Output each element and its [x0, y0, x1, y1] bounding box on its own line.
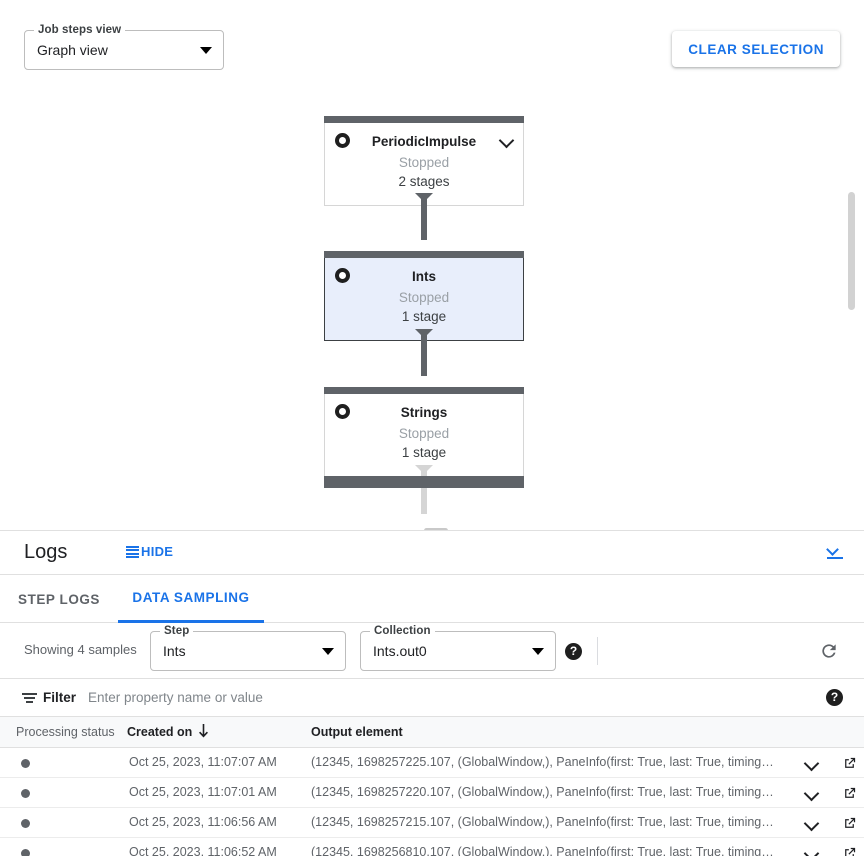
edge-periodicimpulse-ints	[421, 196, 427, 240]
edge-arrow	[415, 193, 433, 202]
sort-desc-arrow-icon[interactable]	[198, 723, 209, 739]
node-status-bar	[324, 251, 524, 258]
hide-logs-button[interactable]: HIDE	[126, 544, 173, 559]
chevron-down-icon[interactable]	[500, 134, 513, 147]
tab-data-sampling[interactable]: DATA SAMPLING	[118, 575, 264, 623]
refresh-icon[interactable]	[819, 641, 839, 661]
expand-row-icon[interactable]	[805, 788, 818, 801]
node-stages: 2 stages	[398, 174, 450, 189]
expand-row-icon[interactable]	[805, 818, 818, 831]
graph-node-clipped[interactable]	[324, 476, 524, 488]
logs-tabs: STEP LOGS DATA SAMPLING	[0, 575, 864, 623]
table-row[interactable]: Oct 25, 2023, 11:07:01 AM (12345, 169825…	[0, 778, 864, 808]
expand-row-icon[interactable]	[805, 848, 818, 856]
collection-select-label: Collection	[370, 625, 435, 637]
node-status-bar	[324, 116, 524, 123]
logs-title: Logs	[24, 541, 68, 563]
divider	[597, 637, 598, 665]
open-in-new-icon[interactable]	[842, 816, 857, 831]
collection-select-value: Ints.out0	[373, 643, 427, 659]
help-icon[interactable]: ?	[565, 643, 582, 660]
samples-table: Processing status Created on Output elem…	[0, 717, 864, 856]
clear-selection-button[interactable]: CLEAR SELECTION	[672, 31, 840, 67]
edge-arrow	[415, 329, 433, 338]
graph-canvas[interactable]: PeriodicImpulse Stopped 2 stages Ints St…	[0, 96, 856, 530]
hide-logs-label: HIDE	[141, 544, 174, 559]
filter-icon	[22, 693, 37, 704]
filter-label: Filter	[43, 690, 77, 705]
status-dot-icon	[21, 819, 30, 828]
cell-created-on: Oct 25, 2023, 11:07:07 AM	[129, 755, 277, 769]
status-dot-icon	[21, 849, 30, 856]
graph-vertical-scrollbar-track[interactable]	[848, 192, 856, 530]
graph-node-periodicimpulse[interactable]: PeriodicImpulse Stopped 2 stages	[324, 116, 524, 206]
open-in-new-icon[interactable]	[842, 846, 857, 856]
cell-output-element: (12345, 1698257225.107, (GlobalWindow,),…	[311, 755, 774, 769]
table-row[interactable]: Oct 25, 2023, 11:06:56 AM (12345, 169825…	[0, 808, 864, 838]
step-select[interactable]: Step Ints	[150, 625, 346, 671]
node-status: Stopped	[398, 426, 450, 441]
expand-row-icon[interactable]	[805, 758, 818, 771]
node-title: Strings	[400, 405, 448, 420]
graph-horizontal-scrollbar-thumb[interactable]	[424, 528, 448, 530]
filter-row: Filter ?	[0, 679, 864, 717]
job-steps-view-value: Graph view	[37, 42, 108, 58]
graph-node-strings[interactable]: Strings Stopped 1 stage	[324, 387, 524, 477]
chevron-down-icon	[200, 47, 212, 54]
data-sampling-controls: Showing 4 samples Step Ints Collection I…	[0, 623, 864, 679]
cell-created-on: Oct 25, 2023, 11:07:01 AM	[129, 785, 277, 799]
table-header-row: Processing status Created on Output elem…	[0, 717, 864, 748]
chevron-down-icon	[532, 648, 544, 655]
list-icon	[126, 545, 139, 558]
stop-icon	[335, 133, 350, 148]
logs-header: Logs HIDE	[0, 531, 864, 575]
step-select-label: Step	[160, 625, 194, 637]
chevron-down-icon	[322, 648, 334, 655]
filter-input[interactable]	[86, 689, 776, 706]
tab-step-logs[interactable]: STEP LOGS	[18, 591, 100, 607]
column-header-processing-status[interactable]: Processing status	[16, 725, 115, 739]
logs-panel: Logs HIDE STEP LOGS DATA SAMPLING Showin…	[0, 530, 864, 856]
status-dot-icon	[21, 789, 30, 798]
open-in-new-icon[interactable]	[842, 756, 857, 771]
cell-output-element: (12345, 1698257220.107, (GlobalWindow,),…	[311, 785, 774, 799]
graph-node-ints[interactable]: Ints Stopped 1 stage	[324, 251, 524, 341]
cell-created-on: Oct 25, 2023, 11:06:56 AM	[129, 815, 277, 829]
cell-output-element: (12345, 1698257215.107, (GlobalWindow,),…	[311, 815, 774, 829]
node-status-bar	[324, 387, 524, 394]
table-row[interactable]: Oct 25, 2023, 11:07:07 AM (12345, 169825…	[0, 748, 864, 778]
step-select-value: Ints	[163, 643, 186, 659]
node-status: Stopped	[398, 155, 450, 170]
edge-ints-strings	[421, 332, 427, 376]
job-graph-panel: Job steps view Graph view CLEAR SELECTIO…	[0, 0, 864, 530]
column-header-output-element[interactable]: Output element	[311, 725, 403, 739]
graph-vertical-scrollbar-thumb[interactable]	[848, 192, 855, 310]
collection-select[interactable]: Collection Ints.out0	[360, 625, 556, 671]
edge-strings-next	[421, 468, 427, 514]
collapse-panel-icon[interactable]	[824, 542, 846, 564]
node-stages: 1 stage	[401, 445, 447, 460]
node-title: Ints	[411, 269, 436, 284]
help-icon[interactable]: ?	[826, 689, 843, 706]
node-stages: 1 stage	[401, 309, 447, 324]
node-status: Stopped	[398, 290, 450, 305]
table-row[interactable]: Oct 25, 2023, 11:06:52 AM (12345, 169825…	[0, 838, 864, 856]
open-in-new-icon[interactable]	[842, 786, 857, 801]
cell-created-on: Oct 25, 2023, 11:06:52 AM	[129, 845, 277, 856]
stop-icon	[335, 404, 350, 419]
job-steps-view-select[interactable]: Job steps view Graph view	[24, 24, 224, 70]
status-dot-icon	[21, 759, 30, 768]
edge-arrow	[415, 465, 433, 474]
showing-samples-text: Showing 4 samples	[24, 642, 137, 657]
job-steps-view-label: Job steps view	[34, 24, 126, 36]
stop-icon	[335, 268, 350, 283]
graph-toolbar: Job steps view Graph view CLEAR SELECTIO…	[0, 0, 864, 96]
node-title: PeriodicImpulse	[371, 134, 477, 149]
column-header-created-on[interactable]: Created on	[127, 725, 193, 739]
cell-output-element: (12345, 1698256810.107, (GlobalWindow,),…	[311, 845, 774, 856]
